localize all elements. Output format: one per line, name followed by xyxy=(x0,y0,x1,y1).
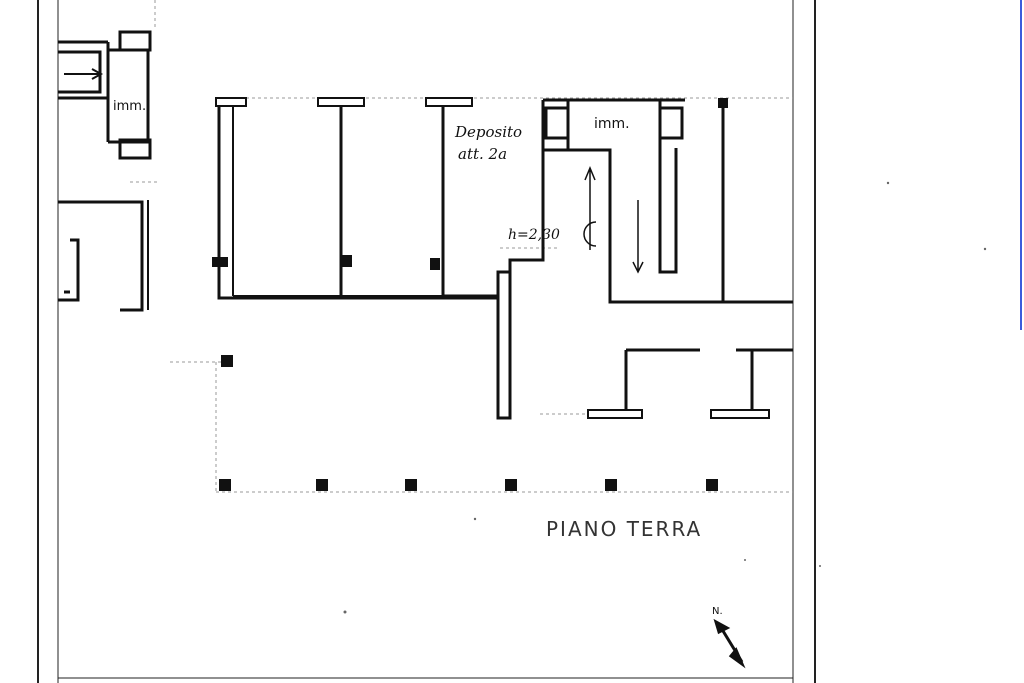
center-stair-core xyxy=(541,98,793,304)
main-rooms-walls xyxy=(217,100,545,420)
label-imm-left: imm. xyxy=(113,99,147,114)
sheet-frame xyxy=(37,0,816,683)
label-imm-center: imm. xyxy=(594,116,630,132)
label-north: N. xyxy=(712,606,723,617)
door-sills xyxy=(587,409,770,419)
label-height: h=2,30 xyxy=(508,227,560,243)
floor-name-title: PIANO TERRA xyxy=(546,517,703,541)
left-lower-room xyxy=(58,200,149,312)
right-lower-partitions xyxy=(624,348,793,410)
north-arrow-icon xyxy=(713,618,746,669)
label-deposito: Deposito xyxy=(455,123,523,141)
label-deposito-note: att. 2a xyxy=(458,145,508,163)
stray-marks xyxy=(343,181,987,614)
left-stair-block xyxy=(58,30,152,160)
stair-arrows-center xyxy=(583,166,644,274)
window-headers xyxy=(215,97,473,107)
stair-arrow-left xyxy=(64,68,104,80)
guide-lines xyxy=(130,0,793,493)
